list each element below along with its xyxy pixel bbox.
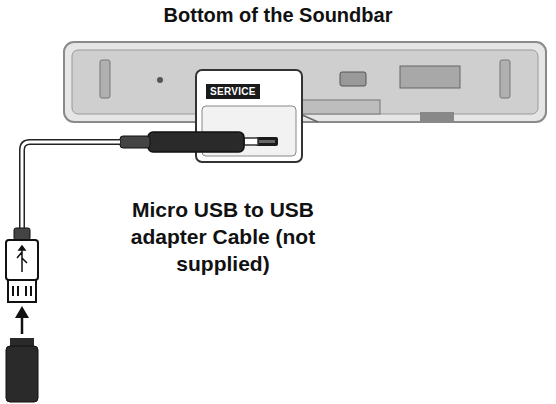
slot [300,100,380,114]
foot-pad [420,112,454,122]
micro-usb-plug [148,132,244,152]
socket-contacts [13,286,31,296]
micro-usb-port [256,137,278,146]
micro-usb-pins [259,140,275,143]
port-label: SERVICE [206,84,260,99]
screw [157,77,163,83]
arrowhead [15,306,29,318]
cable-label: Micro USB to USB adapter Cable (not supp… [118,196,328,277]
micro-usb-tip [244,138,258,145]
strain-relief [14,228,30,240]
usb-a-socket [8,280,36,302]
cable-core [22,142,120,232]
foot [500,60,510,98]
foot [100,60,110,98]
strain-relief [120,136,150,148]
diagram-title: Bottom of the Soundbar [0,4,556,27]
label-plate [400,66,460,88]
soundbar-body [64,42,546,122]
insert-arrow [21,316,24,334]
cable [22,142,120,232]
usb-symbol [17,246,27,272]
soundbar-bottom [72,50,538,114]
port [340,72,366,86]
usb-adapter-body [6,240,38,280]
usb-c-device [6,346,38,402]
